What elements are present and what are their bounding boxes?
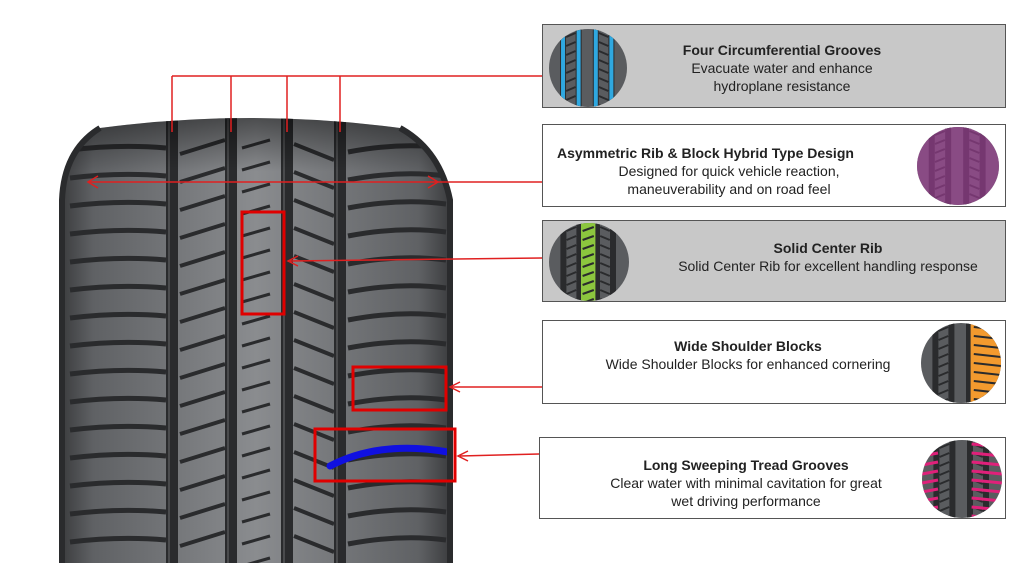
feature-desc-line: Clear water with minimal cavitation for … [610,475,882,491]
left-sidewall [59,125,102,563]
feature-title: Asymmetric Rib & Block Hybrid Type Desig… [557,145,854,161]
tread-thumbnail-icon [549,223,629,301]
feature-desc-line: Wide Shoulder Blocks for enhanced corner… [605,356,891,372]
feature-solid-center-rib: Solid Center Rib Solid Center Rib for ex… [542,220,1006,302]
feature-title: Solid Center Rib [773,240,883,256]
feature-desc-line: wet driving performance [671,493,821,509]
feature-title: Long Sweeping Tread Grooves [643,457,849,473]
feature-desc-line: Evacuate water and enhance [691,60,873,76]
tread-thumbnail-icon [921,323,1001,403]
feature-title: Four Circumferential Grooves [682,42,882,58]
sweeping-groove-highlight-box [313,427,457,483]
tread-thumbnail-icon [922,440,1002,518]
feature-desc-line: Designed for quick vehicle reaction, [618,163,840,179]
callout-lines [86,75,543,483]
feature-wide-shoulder-blocks: Wide Shoulder Blocks Wide Shoulder Block… [542,320,1006,404]
feature-desc-line: hydroplane resistance [713,78,851,94]
tread-thumbnail-icon [917,127,999,205]
center-rib-highlight-box [240,210,286,316]
feature-four-grooves: Four Circumferential Grooves Evacuate wa… [542,24,1006,108]
shoulder-block-highlight-box [351,365,448,412]
right-sidewall [398,125,453,563]
feature-asymmetric-rib: Asymmetric Rib & Block Hybrid Type Desig… [542,124,1006,207]
tread-thumbnail-icon [549,29,627,107]
feature-desc-line: Solid Center Rib for excellent handling … [678,258,978,274]
feature-title: Wide Shoulder Blocks [674,338,822,354]
feature-long-sweeping-grooves: Long Sweeping Tread Grooves Clear water … [539,437,1006,519]
feature-desc-line: maneuverability and on road feel [627,181,831,197]
